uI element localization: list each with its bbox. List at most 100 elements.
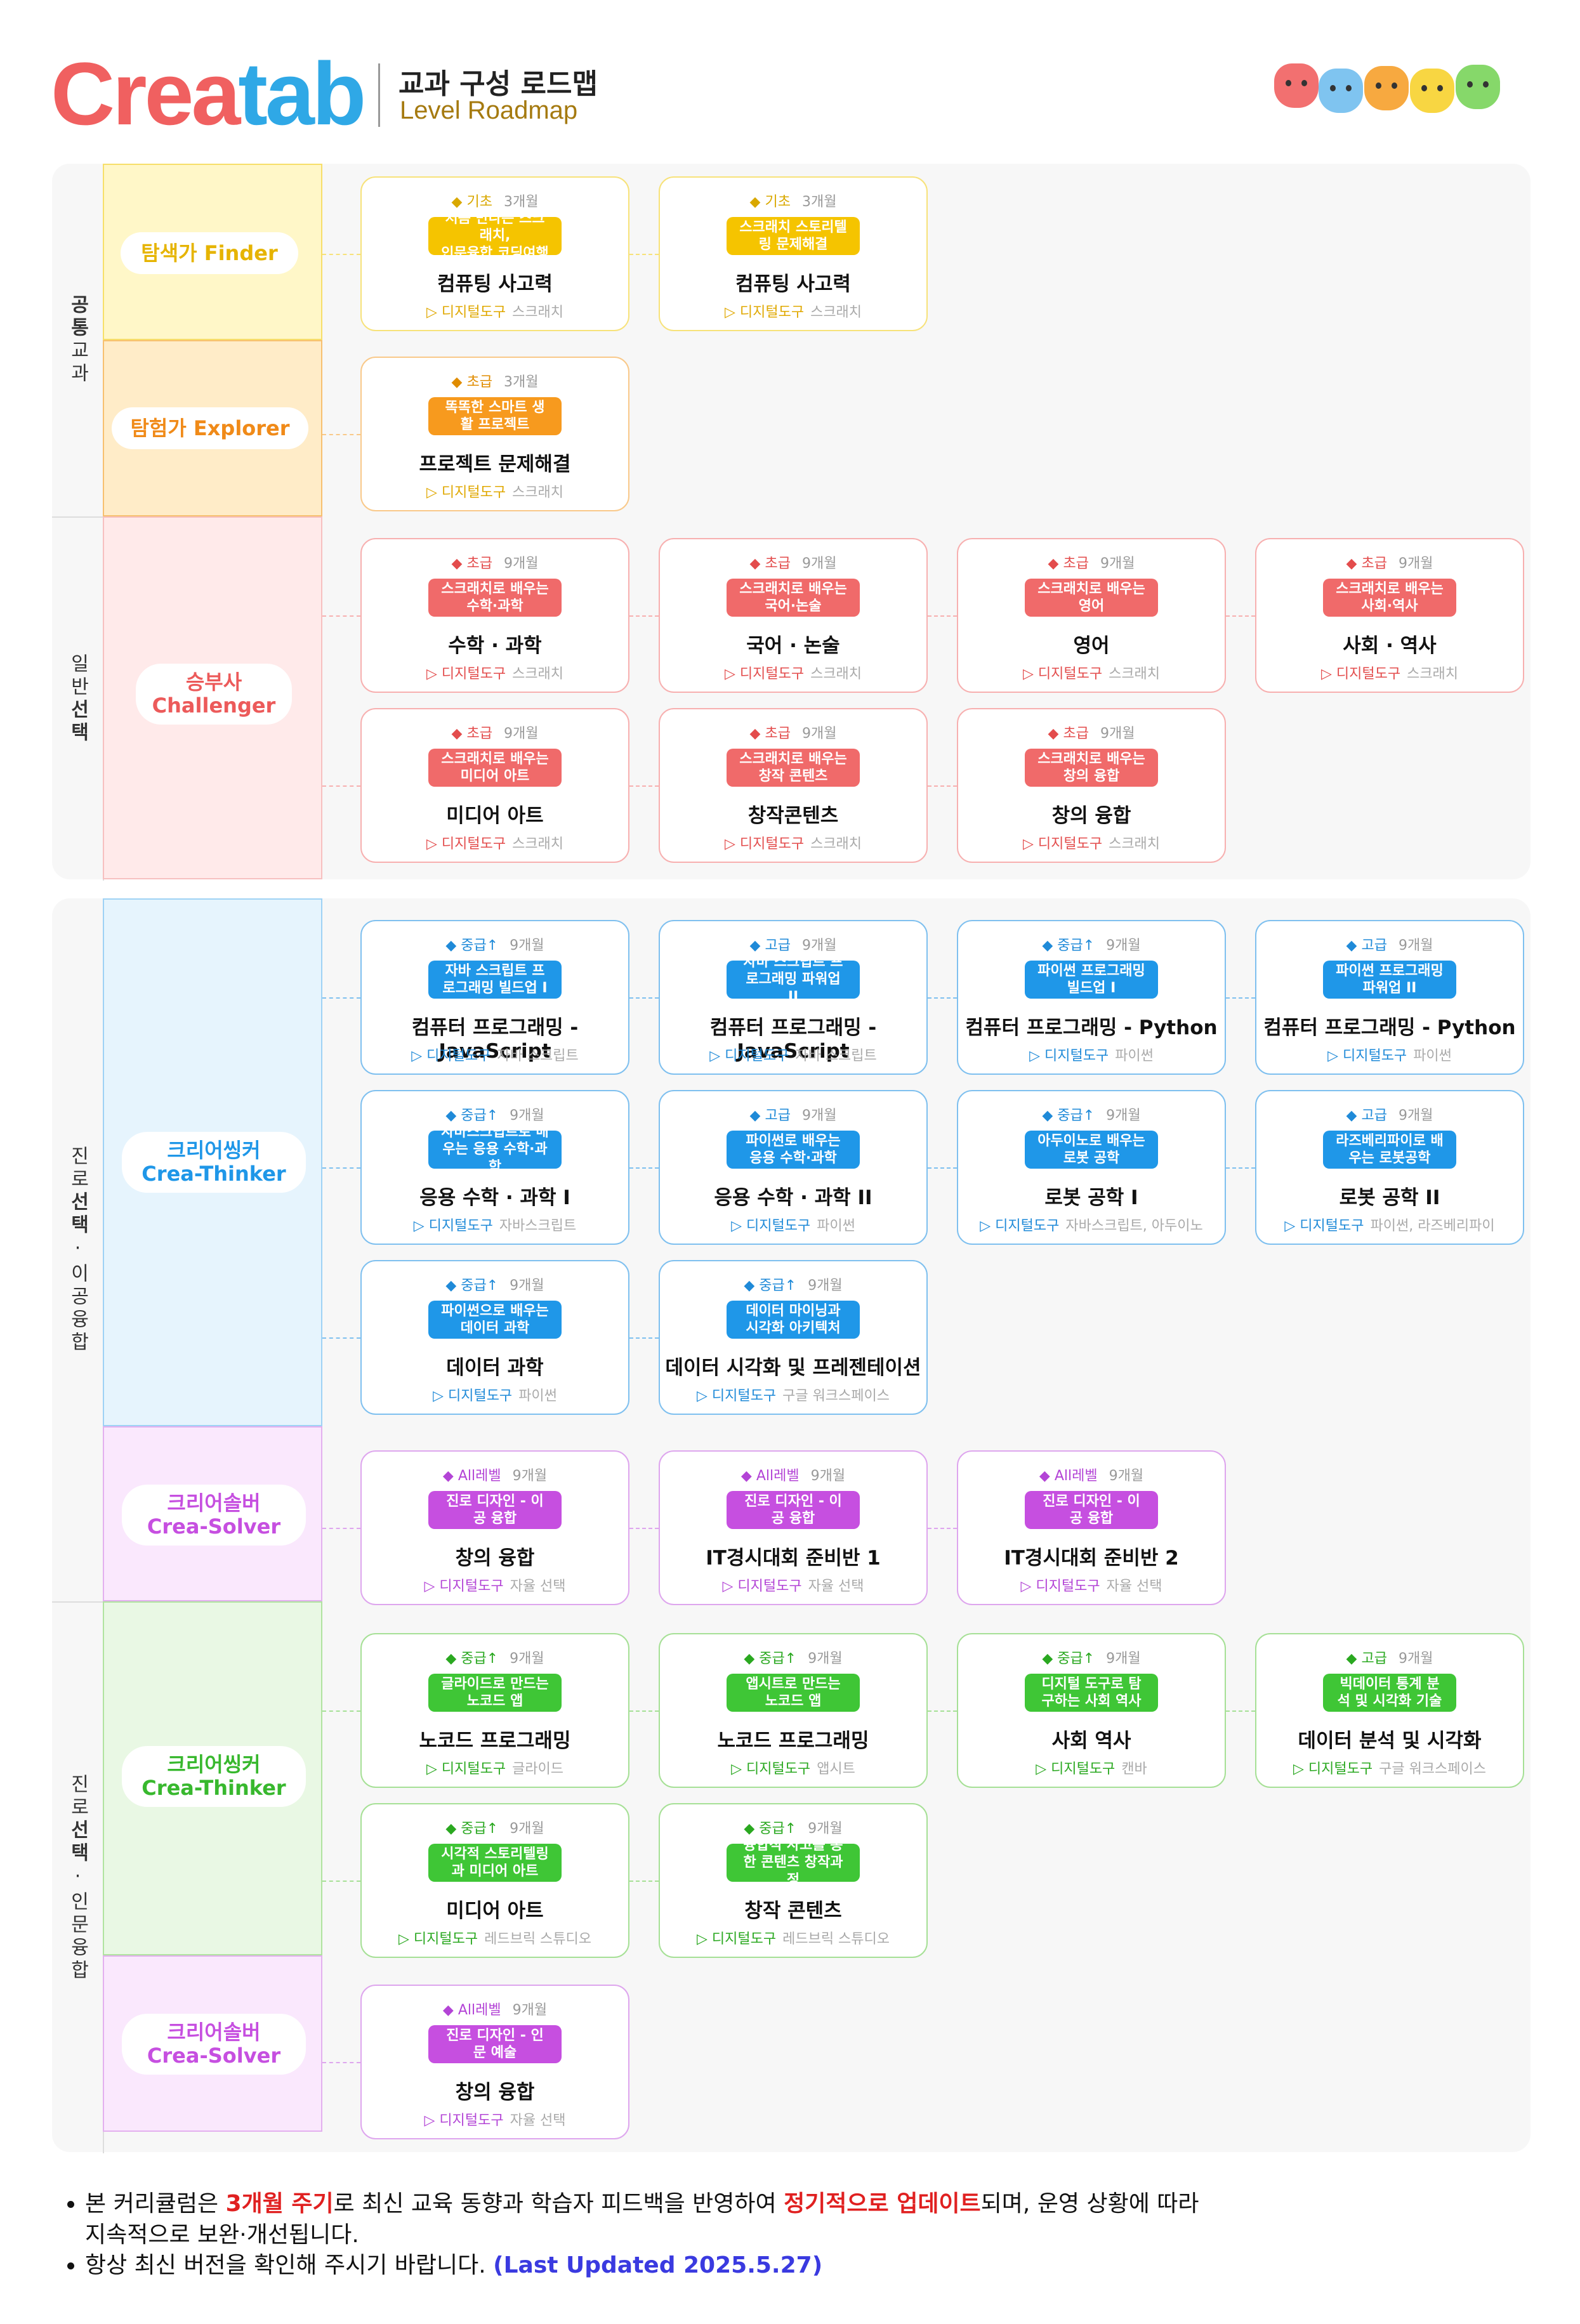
card-tag: 파이썬으로 배우는 데이터 과학 <box>428 1301 562 1339</box>
band-pill-explorer: 탐험가 Explorer <box>112 407 308 449</box>
section-label-common: 공통교과 <box>52 164 104 516</box>
card-tag: 시각적 스토리텔링과 미디어 아트 <box>428 1844 562 1882</box>
mascot-yellow-icon <box>1410 69 1454 113</box>
card-tag: 디지털 도구로 탐구하는 사회 역사 <box>1025 1674 1158 1712</box>
card-tag: 스크래치로 배우는 창의 융합 <box>1025 749 1158 787</box>
band-pill-finder: 탐색가 Finder <box>121 232 298 274</box>
card-title: 프로젝트 문제해결 <box>419 453 571 476</box>
card-connector <box>629 1881 659 1882</box>
card-connector <box>1226 1710 1255 1712</box>
card-tag: 스크래치로 배우는 영어 <box>1025 579 1158 617</box>
course-card: ◆ 중급↑9개월 시각적 스토리텔링과 미디어 아트 미디어 아트 ▷ 디지털도… <box>360 1803 629 1958</box>
card-title: 사회 · 역사 <box>1343 634 1437 657</box>
course-card: ◆ 중급↑9개월 자바 스크립트 프로그래밍 빌드업 I 컴퓨터 프로그래밍 -… <box>360 920 629 1075</box>
card-title: 미디어 아트 <box>446 1900 544 1922</box>
logo-text-crea: Crea <box>51 44 240 143</box>
card-connector <box>322 1167 360 1169</box>
card-tag: 아두이노로 배우는 로봇 공학 <box>1025 1131 1158 1169</box>
course-card: ◆ 중급↑9개월 데이터 마이닝과 시각화 아키텍처 데이터 시각화 및 프레젠… <box>659 1260 928 1415</box>
card-title: 창작 콘텐츠 <box>744 1900 842 1922</box>
card-tag: 진로 디자인 - 인문 예술 <box>428 2025 562 2063</box>
footer-note-version: 항상 최신 버전을 확인해 주시기 바랍니다. (Last Updated 20… <box>85 2250 1517 2281</box>
card-connector <box>629 997 659 999</box>
card-level: ◆ 중급↑9개월 <box>744 1278 843 1294</box>
logo-text-tab: tab <box>238 44 366 143</box>
card-tag: 진로 디자인 - 이공 융합 <box>1025 1491 1158 1529</box>
card-connector <box>322 1881 360 1882</box>
card-title: 데이터 시각화 및 프레젠테이션 <box>665 1356 921 1379</box>
mascot-orange-icon <box>1364 66 1409 110</box>
card-title: 컴퓨터 프로그래밍 - Python <box>965 1016 1218 1039</box>
card-title: 데이터 분석 및 시각화 <box>1298 1730 1482 1752</box>
card-title: 수학 · 과학 <box>448 634 542 657</box>
section-label-general: 일반선택 <box>52 516 104 881</box>
course-card: ◆ 중급↑9개월 글라이드로 만드는 노코드 앱 노코드 프로그래밍 ▷ 디지털… <box>360 1633 629 1788</box>
card-tag: 파이썬 프로그래밍 파워업 II <box>1323 961 1456 999</box>
card-tag: 파이썬 프로그래밍 빌드업 I <box>1025 961 1158 999</box>
card-title: 컴퓨터 프로그래밍 - Python <box>1263 1016 1516 1039</box>
card-connector <box>322 434 360 435</box>
card-title: 창작콘텐츠 <box>747 804 839 827</box>
card-title: 창의 융합 <box>1051 804 1131 827</box>
course-card: ◆ 중급↑9개월 앱시트로 만드는 노코드 앱 노코드 프로그래밍 ▷ 디지털도… <box>659 1633 928 1788</box>
card-tag: 진로 디자인 - 이공 융합 <box>428 1491 562 1529</box>
card-title: 응용 수학 · 과학 II <box>714 1186 872 1209</box>
card-level: ◆ 중급↑9개월 <box>744 1821 843 1837</box>
card-connector <box>322 997 360 999</box>
card-tag: 스크래치 스토리텔링 문제해결 <box>727 217 860 255</box>
mascot-red-icon <box>1274 63 1319 108</box>
footer-notes: 본 커리큘럼은 3개월 주기로 최신 교육 동향과 학습자 피드백을 반영하여 … <box>57 2189 1517 2281</box>
card-title: 영어 <box>1073 634 1110 657</box>
card-title: 컴퓨팅 사고력 <box>437 273 553 296</box>
card-connector <box>1226 997 1255 999</box>
card-title: 데이터 과학 <box>446 1356 544 1379</box>
card-tag: 스크래치로 배우는 창작 콘텐츠 <box>727 749 860 787</box>
course-card: ◆ 중급↑9개월 자바스크립트로 배우는 응용 수학·과학 응용 수학 · 과학… <box>360 1090 629 1245</box>
card-tag: 스크래치로 배우는 국어·논술 <box>727 579 860 617</box>
mascot-group <box>1274 63 1528 127</box>
creatab-logo: Creatab <box>51 49 366 138</box>
card-connector <box>322 1337 360 1339</box>
card-tag: 자바 스크립트 프로그래밍 빌드업 I <box>428 961 562 999</box>
